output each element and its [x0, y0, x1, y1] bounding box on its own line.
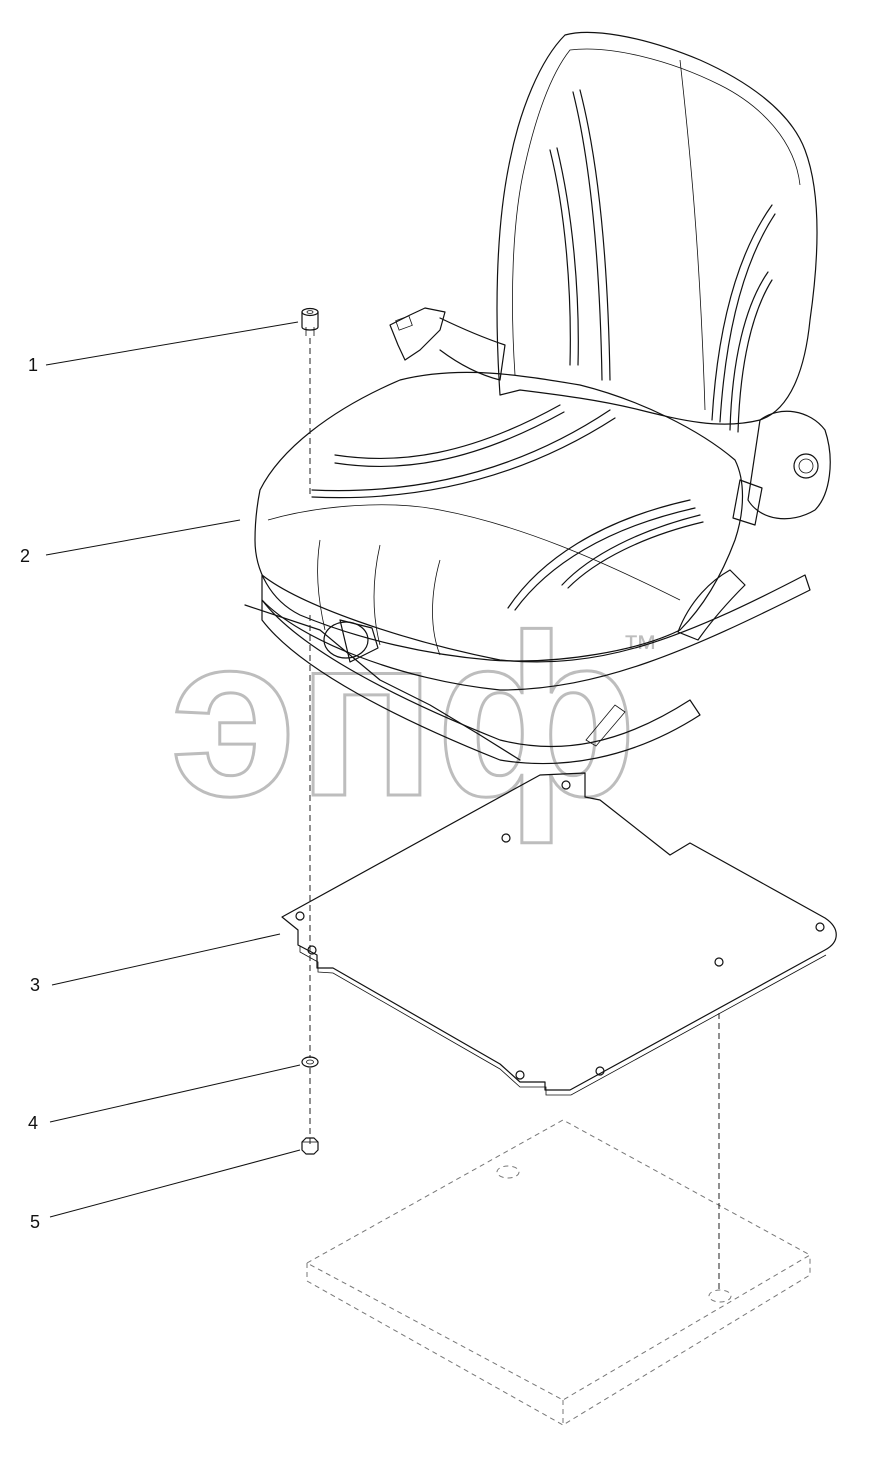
mounting-plate-outline	[281, 772, 837, 1091]
phantom-mounting-surface	[305, 1119, 812, 1426]
seat-backrest-seam	[679, 59, 706, 411]
mounting-plate-edge	[299, 946, 827, 1096]
cushion-groove-1b	[334, 411, 565, 468]
cushion-groove-4b	[567, 521, 704, 589]
belt-buckle-slot	[395, 315, 413, 331]
bolt	[301, 307, 319, 336]
plate-hole-3	[295, 911, 305, 921]
bolt-head	[301, 311, 319, 331]
callout-label-2: 2	[20, 546, 30, 566]
seat-backrest-inner	[512, 48, 801, 376]
seat-base-lower	[261, 599, 701, 765]
nut	[301, 1137, 319, 1155]
cushion-seam-1	[317, 539, 326, 631]
callout-label-3: 3	[30, 975, 40, 995]
callouts: 1 2 3 4 5	[20, 321, 301, 1232]
plate-hole-6	[714, 957, 724, 967]
plate-hole-1	[561, 780, 571, 790]
nut-body	[301, 1137, 319, 1155]
seat	[244, 31, 831, 765]
callout-line-1	[45, 321, 299, 366]
cushion-groove-3b	[514, 507, 696, 611]
side-lever	[677, 569, 746, 641]
backrest-groove-left-2	[549, 149, 571, 366]
phantom-sides	[306, 1255, 811, 1426]
seat-slide-rail	[244, 604, 521, 761]
callout-line-3	[51, 933, 281, 986]
callout-label-1: 1	[28, 355, 38, 375]
watermark-text: эпф	[170, 587, 637, 844]
seat-hinge	[747, 410, 831, 520]
backrest-groove-right-1b	[719, 213, 776, 423]
belt-strap	[439, 317, 506, 381]
seat-cushion	[254, 371, 744, 662]
bolt-socket	[306, 310, 314, 314]
watermark: эпф ™	[169, 586, 659, 846]
belt-buckle	[389, 307, 446, 361]
backrest-groove-right-1	[711, 204, 773, 421]
plate-hole-7	[595, 1066, 605, 1076]
phantom-hole-2	[708, 1289, 732, 1303]
backrest-groove-left-1b	[579, 89, 611, 381]
washer	[301, 1056, 319, 1068]
phantom-hole-1	[496, 1165, 520, 1179]
watermark-trademark: ™	[622, 627, 658, 668]
hinge-knob-inner	[798, 458, 814, 474]
cushion-groove-4	[561, 514, 701, 586]
callout-line-2	[45, 519, 241, 556]
belt-latch	[732, 479, 763, 526]
plate-hole-8	[515, 1070, 525, 1080]
cushion-groove-1	[334, 404, 561, 460]
backrest-groove-left-1	[572, 91, 603, 381]
backrest-groove-left-2b	[556, 147, 579, 366]
seat-backrest	[496, 31, 818, 425]
plate-hole-4	[307, 945, 317, 955]
callout-label-5: 5	[30, 1212, 40, 1232]
callout-label-4: 4	[28, 1113, 38, 1133]
hinge-knob	[793, 453, 819, 479]
washer-outer	[301, 1056, 319, 1068]
bolt-head-top	[301, 307, 319, 317]
cushion-seam-3	[432, 559, 441, 656]
adjustment-knob-body	[339, 619, 379, 663]
cushion-groove-3	[507, 499, 691, 609]
cushion-groove-2	[311, 409, 611, 492]
callout-line-5	[49, 1149, 301, 1218]
phantom-top	[305, 1119, 812, 1401]
plate-hole-2	[501, 833, 511, 843]
callout-line-4	[49, 1064, 301, 1123]
washer-inner	[306, 1059, 314, 1065]
cushion-seam-2	[373, 544, 381, 646]
backrest-groove-right-2	[729, 271, 769, 431]
mounting-plate	[281, 772, 837, 1096]
cushion-edge-top	[267, 504, 681, 601]
backrest-groove-right-2b	[737, 279, 773, 433]
cushion-groove-2b	[311, 417, 616, 499]
plate-hole-5	[815, 922, 825, 932]
rail-clip	[585, 704, 626, 747]
seat-base-upper	[261, 574, 811, 691]
bolt-shank	[305, 327, 315, 336]
